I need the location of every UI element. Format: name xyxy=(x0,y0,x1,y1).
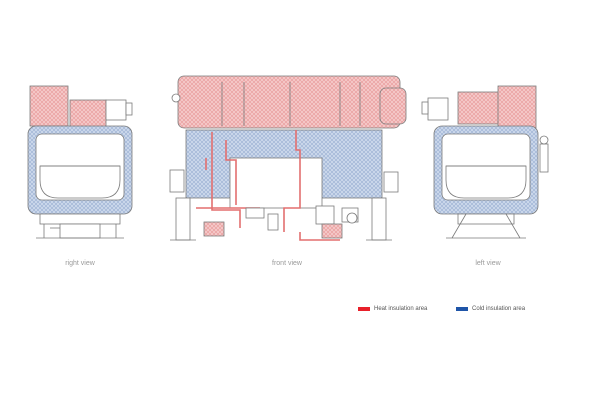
legend-cold: Cold insulation area xyxy=(456,306,525,312)
left-view-heat-module xyxy=(457,91,501,125)
heat-swatch xyxy=(358,307,370,311)
front-view-heat-pipe xyxy=(211,132,241,228)
legend-heat: Heat insulation area xyxy=(358,306,427,312)
front-view-heat-generator xyxy=(177,75,401,129)
right-view-label: right view xyxy=(65,260,95,267)
right-view-drawing xyxy=(27,85,133,239)
front-view-heat-pipe xyxy=(299,232,340,241)
legend-cold-label: Cold insulation area xyxy=(472,306,526,312)
left-view-drawing xyxy=(421,85,549,239)
left-view-label: left view xyxy=(475,260,501,267)
cold-swatch xyxy=(456,307,468,311)
front-view-heat-pipe xyxy=(283,130,301,232)
right-view-heat-module xyxy=(29,85,69,127)
right-view-heat-module xyxy=(69,99,107,129)
legend-heat-label: Heat insulation area xyxy=(374,306,428,312)
front-view-label: front view xyxy=(272,260,302,267)
front-view-drawing xyxy=(169,75,407,241)
front-view-heat-pipe xyxy=(225,140,237,205)
left-view-heat-module xyxy=(497,85,537,129)
